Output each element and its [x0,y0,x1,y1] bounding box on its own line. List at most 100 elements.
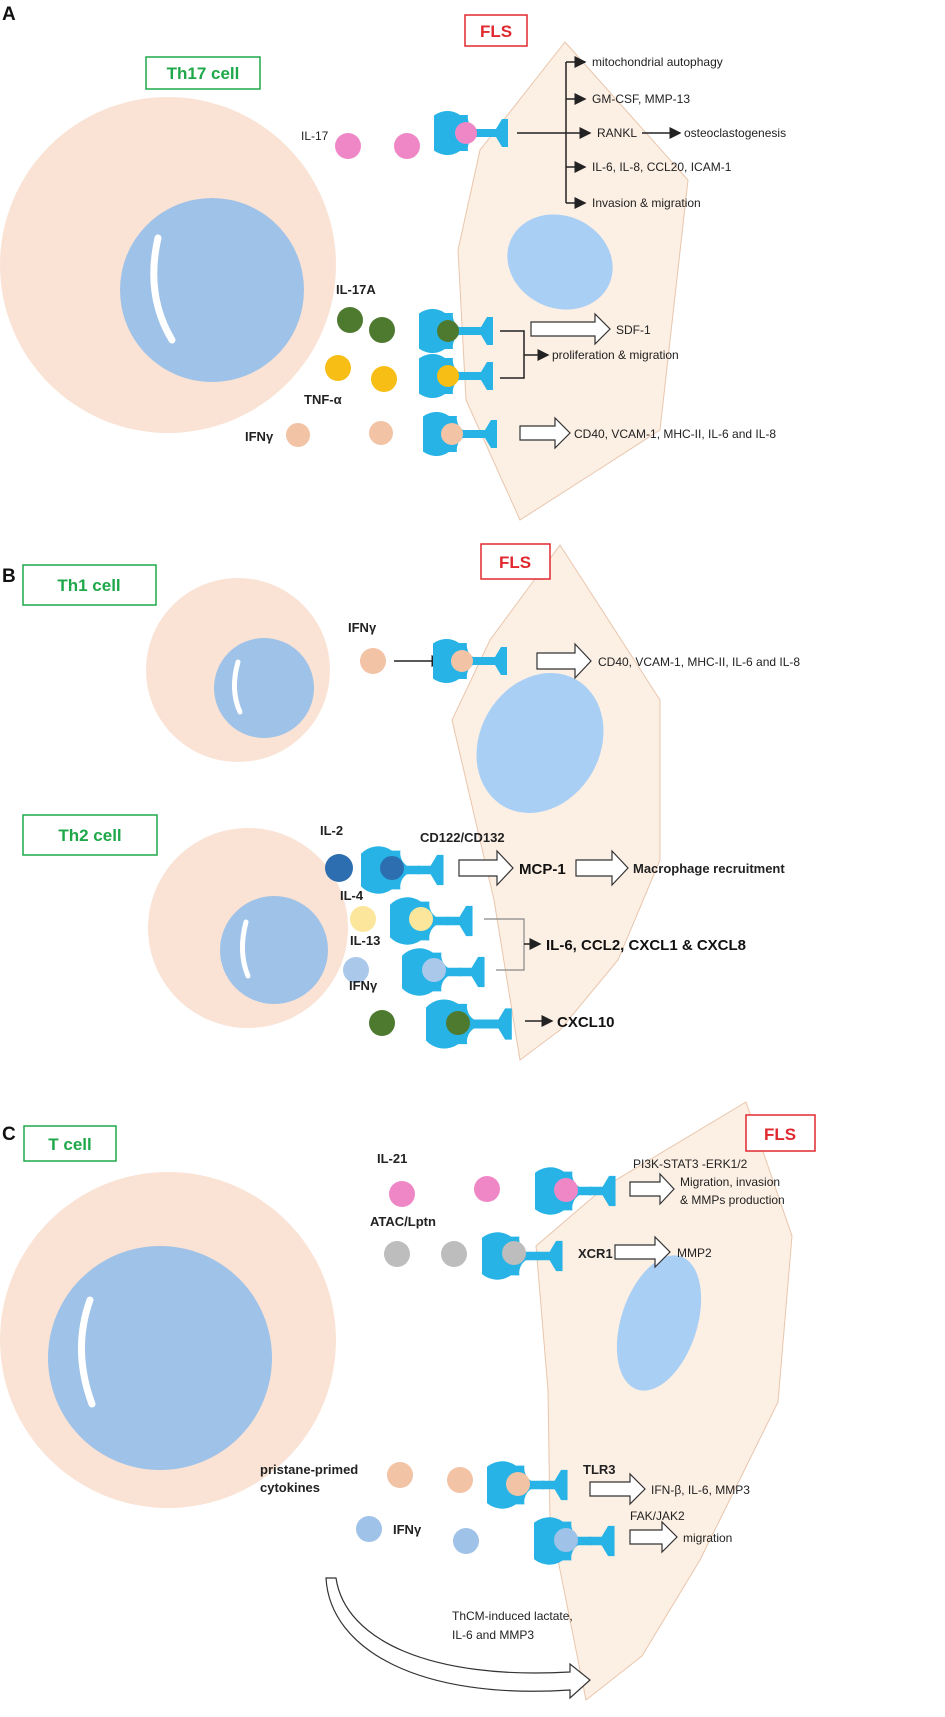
il21-molecule [554,1178,578,1202]
il4-molecule [350,906,376,932]
cxcl10-label: CXCL10 [557,1014,615,1031]
fls-nucleus-b [476,673,604,813]
pi3k-label: PI3K-STAT3 -ERK1/2 [633,1157,748,1171]
ifng-molecule [451,650,473,672]
atac-molecule [502,1241,526,1265]
th17-label-box [145,56,261,90]
th1-label-box [22,564,157,606]
pristane-label-1: pristane-primed [260,1462,358,1477]
t-cell-nucleus [48,1246,272,1470]
il2-label: IL-2 [320,823,343,838]
thcm-label-1: ThCM-induced lactate, [452,1609,573,1623]
ifng-label-a: IFNγ [245,429,274,444]
nucleus-highlight [240,919,251,979]
fls-b-label: FLS [499,553,531,572]
output-mito: mitochondrial autophagy [592,55,723,69]
ifng-molecule [369,421,393,445]
nucleus-highlight [77,1296,96,1408]
th2-label-box [22,814,158,856]
fls-nucleus-c [616,1255,702,1391]
output-sdf: SDF-1 [616,323,651,337]
cd40-hollow-arrow-b [536,642,592,680]
il13-molecule [343,957,369,983]
il21-molecule [474,1176,500,1202]
output-cd40-b: CD40, VCAM-1, MHC-II, IL-6 and IL-8 [598,655,800,669]
il17-molecule [394,133,420,159]
ifng-label-b: IFNγ [348,620,377,635]
ifng-green-molecule [446,1011,470,1035]
panel-a-letter: A [2,4,16,25]
output-invasion: Invasion & migration [592,196,701,210]
atac-molecule [384,1241,410,1267]
il13-label: IL-13 [350,933,380,948]
mmps-label: & MMPs production [680,1193,785,1207]
panel-b-letter: B [2,566,16,587]
fls-c-label-box [745,1114,816,1152]
migration-label: migration [683,1531,732,1545]
il21-label: IL-21 [377,1151,407,1166]
atac-molecule [441,1241,467,1267]
panel-b: B Th1 cell FLS IFNγ CD40, VCAM-1, MHC-II… [2,543,800,1061]
ifng-molecule [360,648,386,674]
t-cell-label: T cell [48,1135,91,1154]
pristane-molecule [447,1467,473,1493]
il17-label: IL-17 [301,129,329,143]
il6-ccl-label: IL-6, CCL2, CXCL1 & CXCL8 [546,937,746,954]
tnf-molecule [371,366,397,392]
fls-a-label-box [464,14,528,47]
ifng-blue-molecule [453,1528,479,1554]
ifng-blue-molecule [554,1528,578,1552]
output-cd40-a: CD40, VCAM-1, MHC-II, IL-6 and IL-8 [574,427,776,441]
il2-molecule [380,856,404,880]
tnf-label: TNF-α [304,392,342,407]
th1-nucleus [214,638,314,738]
output-prolif: proliferation & migration [552,348,679,362]
il17a-molecule [369,317,395,343]
il17a-molecule [437,320,459,342]
il4-molecule [409,907,433,931]
ifng-green-molecule [369,1010,395,1036]
fls-cell-c [535,1101,793,1701]
il17-molecule [455,122,477,144]
panel-c-letter: C [2,1124,16,1145]
mmp2-label: MMP2 [677,1246,712,1260]
fak-hollow-arrow [629,1520,678,1554]
il21-hollow-arrow [629,1172,675,1206]
xcr1-label: XCR1 [578,1246,613,1261]
mcp-hollow-arrow [458,849,514,887]
panel-a: A Th17 cell FLS IL-17 mitochondrial auto… [0,4,786,521]
fls-c-label: FLS [764,1125,796,1144]
output-osteo: osteoclastogenesis [684,126,786,140]
nucleus-highlight [150,234,176,344]
ifnb-label: IFN-β, IL-6, MMP3 [651,1483,750,1497]
il21-molecule [389,1181,415,1207]
ifng2-label: IFNγ [349,978,378,993]
il17a-label: IL-17A [336,282,376,297]
tnf-molecule [325,355,351,381]
il4-label: IL-4 [340,888,364,903]
migration-invasion-label: Migration, invasion [680,1175,780,1189]
macro-hollow-arrow [575,849,629,887]
thcm-label-2: IL-6 and MMP3 [452,1628,534,1642]
xcr1-hollow-arrow [614,1235,671,1269]
tlr3-hollow-arrow [589,1472,646,1506]
ifng-blue-molecule [356,1516,382,1542]
il17-molecule [335,133,361,159]
th17-label: Th17 cell [167,64,240,83]
ifng-molecule [286,423,310,447]
nucleus-highlight [232,659,243,715]
thcm-curved-arrow [325,1577,591,1700]
tnf-molecule [437,365,459,387]
macro-label: Macrophage recruitment [633,861,785,876]
output-rankl: RANKL [597,126,637,140]
ifng-molecule [441,423,463,445]
output-gmcsf: GM-CSF, MMP-13 [592,92,690,106]
ifng-label-c: IFNγ [393,1522,422,1537]
il2-molecule [325,854,353,882]
th2-label: Th2 cell [58,826,121,845]
tlr3-label: TLR3 [583,1462,616,1477]
fak-label: FAK/JAK2 [630,1509,685,1523]
sdf-hollow-arrow [530,312,611,346]
